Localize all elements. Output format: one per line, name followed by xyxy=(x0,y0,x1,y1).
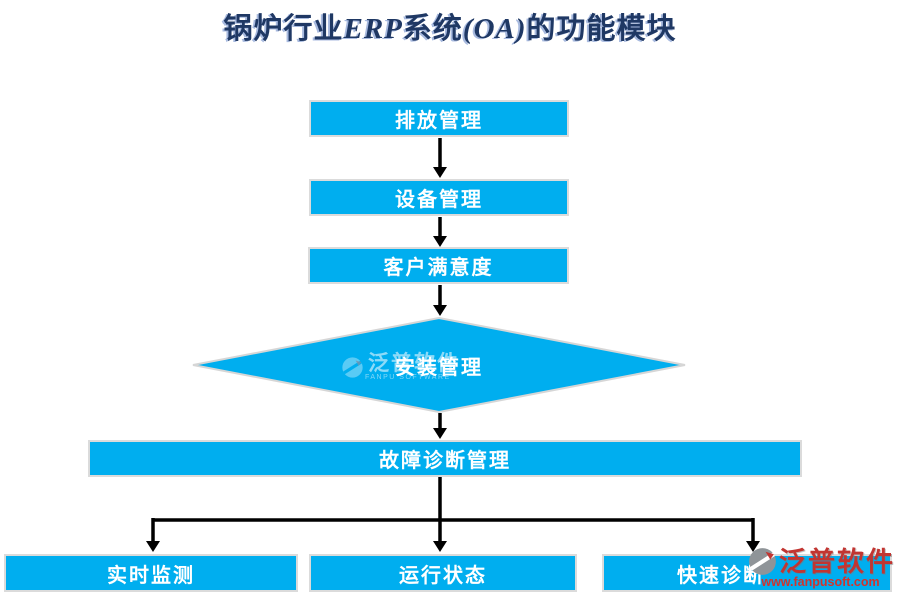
diamond-watermark: 泛普软件 FANPU SOFTWARE xyxy=(340,352,460,381)
node-realtime-monitoring: 实时监测 xyxy=(4,554,298,592)
title-part: 锅炉行业 xyxy=(223,13,344,45)
node-label: 实时监测 xyxy=(107,564,195,587)
watermark-text: 泛普软件 xyxy=(368,351,460,375)
node-label: 排放管理 xyxy=(395,110,483,132)
watermark-subtext: FANPU SOFTWARE xyxy=(365,374,451,381)
node-installation-management: 安装管理 xyxy=(191,317,687,413)
node-label: 故障诊断管理 xyxy=(379,450,511,472)
node-label: 运行状态 xyxy=(399,564,487,587)
fanpu-logo-icon xyxy=(749,548,776,575)
fanpu-logo-icon xyxy=(342,357,363,378)
node-emission-management: 排放管理 xyxy=(309,100,569,137)
corner-watermark: 泛普软件 www.fanpusoft.com xyxy=(746,545,895,589)
diamond-shape xyxy=(192,317,686,413)
node-label: 快速诊断 xyxy=(677,564,765,587)
node-label: 安装管理 xyxy=(395,356,483,379)
connector-fault-to-children xyxy=(146,477,760,552)
title-part-oa: (OA) xyxy=(462,13,527,45)
arrow-emission-to-equipment xyxy=(433,138,447,178)
page-title: 锅炉行业ERP系统(OA)的功能模块 xyxy=(0,5,900,47)
node-running-status: 运行状态 xyxy=(309,554,577,592)
watermark-url: www.fanpusoft.com xyxy=(761,575,880,589)
title-part-erp: ERP xyxy=(343,13,403,45)
title-part: 系统 xyxy=(402,13,463,45)
node-quick-diagnosis: 快速诊断 xyxy=(602,554,892,592)
node-equipment-management: 设备管理 xyxy=(309,179,569,216)
title-part: 的功能模块 xyxy=(526,13,677,45)
watermark-text: 泛普软件 xyxy=(779,546,895,577)
arrow-installation-to-fault xyxy=(433,413,447,439)
node-label: 客户满意度 xyxy=(383,257,494,279)
arrow-satisfaction-to-installation xyxy=(433,285,447,316)
arrow-equipment-to-satisfaction xyxy=(433,217,447,247)
node-customer-satisfaction: 客户满意度 xyxy=(308,247,569,284)
node-fault-diagnosis-management: 故障诊断管理 xyxy=(88,440,802,477)
node-label: 设备管理 xyxy=(395,189,483,211)
